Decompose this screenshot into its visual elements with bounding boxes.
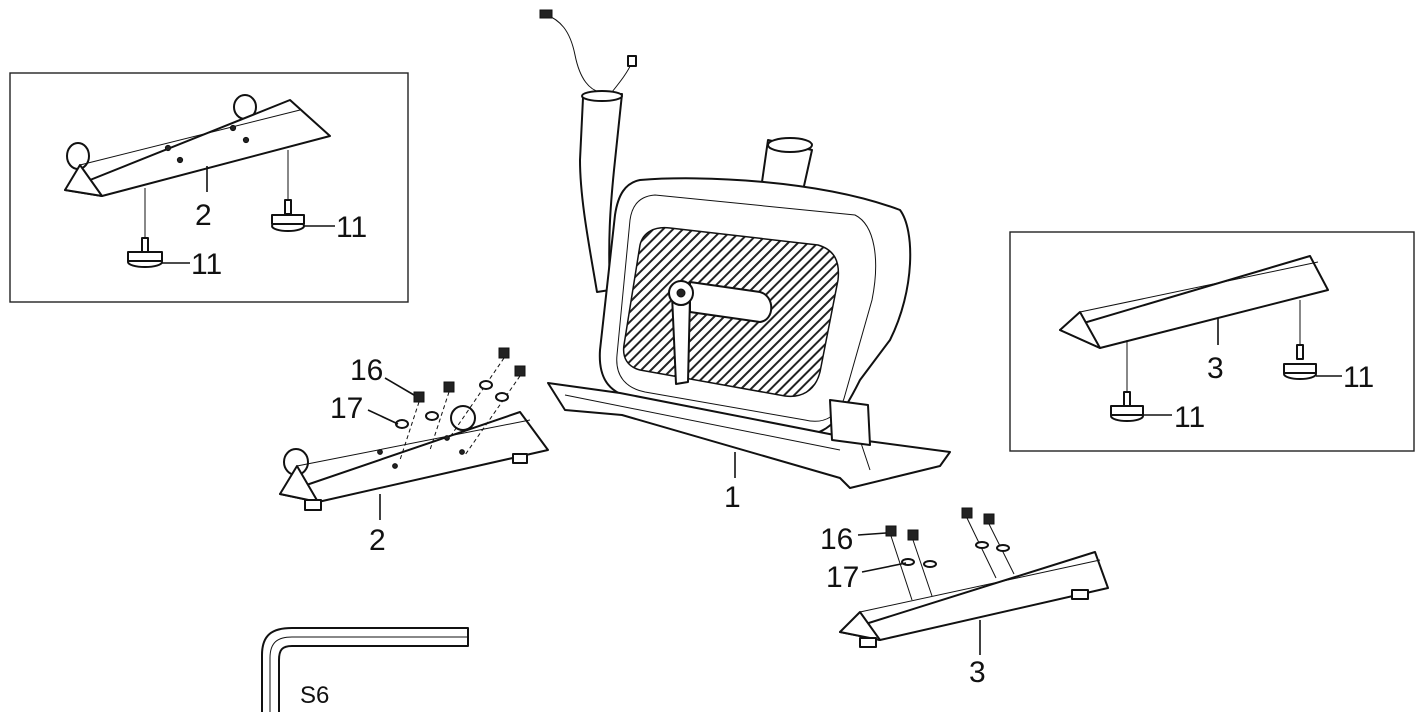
washer-17-front-d [495,392,509,402]
label-part-3-detail: 3 [1207,352,1224,385]
bolt-16-front-b [429,381,455,451]
rear-stabilizer [839,551,1109,648]
washer-17-front-c [479,380,493,390]
label-allen-wrench: S6 [300,682,329,709]
bolt-16-front-d [464,365,526,456]
detail-frame-left [9,72,409,303]
detail-box-front-stabilizer: 2 11 11 [9,72,409,303]
detail-frame-right [1009,231,1415,452]
main-frame [539,9,951,489]
allen-wrench [261,627,469,712]
label-part-16-front: 16 [350,354,383,387]
label-part-11-detail-c: 11 [1174,401,1205,434]
bolts-rear [885,507,1015,601]
washer-17-rear-c [975,541,989,549]
leveling-foot-left-a [127,188,163,268]
washer-17-rear-b [923,560,937,568]
label-part-3: 3 [969,656,986,689]
leveling-foot-left-b [271,150,305,232]
bolt-16-rear-b [907,529,933,597]
label-part-2-detail: 2 [195,199,212,232]
label-part-17-rear: 17 [826,561,859,594]
bolt-16-front-a [399,391,425,461]
bolts-front [395,347,526,461]
rear-stabilizer-detail [1059,255,1329,349]
label-part-11-detail-b: 11 [336,211,367,244]
washer-17-rear-d [996,544,1010,552]
washer-17-front-b [425,411,439,421]
label-part-11-detail-d: 11 [1343,361,1374,394]
label-part-1: 1 [724,481,741,514]
detail-box-rear-stabilizer: 3 11 11 [1009,231,1415,452]
label-part-17-front: 17 [330,392,363,425]
label-part-11-detail-a: 11 [191,248,222,281]
leveling-foot-right-a [1110,340,1144,422]
bolt-16-rear-a [885,525,913,601]
label-part-2: 2 [369,524,386,557]
front-stabilizer-detail [64,94,331,197]
leveling-foot-right-b [1283,300,1317,380]
front-stabilizer [279,405,549,511]
bolt-16-front-c [447,347,510,441]
washer-17-front-a [395,419,409,429]
label-part-16-rear: 16 [820,523,853,556]
